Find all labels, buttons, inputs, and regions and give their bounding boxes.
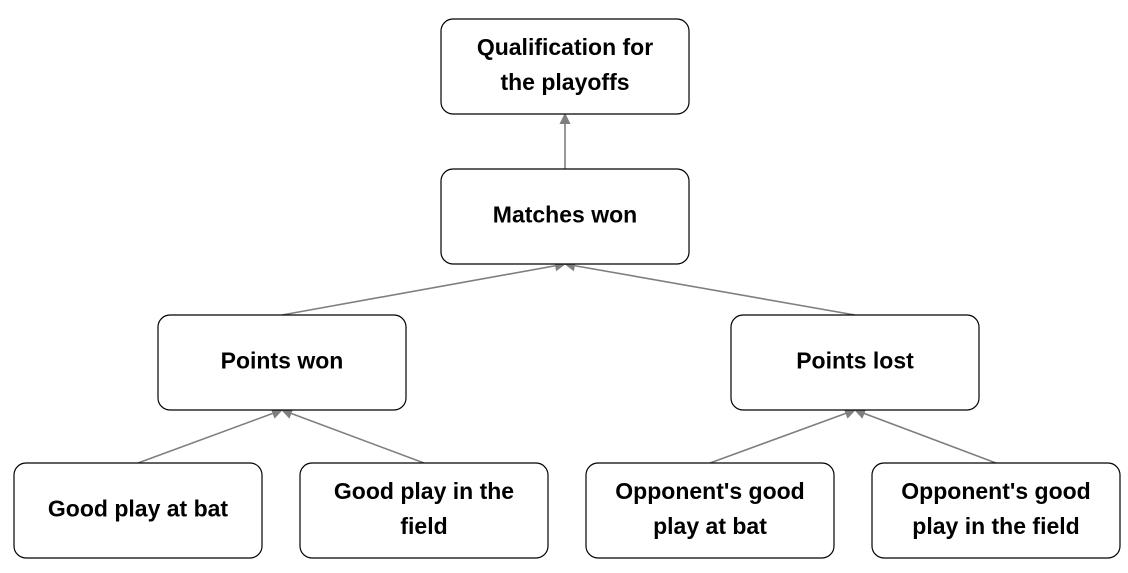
node-label-line: play in the field: [912, 513, 1079, 539]
node-box: [440, 18, 690, 115]
arrow-good_bat-to-points_won: [137, 408, 284, 464]
node-box: [730, 314, 980, 411]
node-label-line: Points won: [221, 348, 344, 374]
node-label-line: field: [400, 513, 447, 539]
node-good-bat: Good play at bat: [13, 462, 263, 559]
node-box: [440, 168, 690, 265]
arrow-points_lost-to-matches_won: [563, 260, 856, 316]
node-label-line: Qualification for: [477, 34, 653, 60]
node-label-line: Opponent's good: [615, 478, 804, 504]
node-playoffs: Qualification for the playoffs: [440, 18, 690, 115]
node-points-lost: Points lost: [730, 314, 980, 411]
node-label-line: play at bat: [653, 513, 767, 539]
node-label-line: the playoffs: [500, 69, 629, 95]
node-box: [585, 462, 835, 559]
node-label-line: Good play at bat: [48, 496, 229, 522]
node-label-line: Points lost: [796, 348, 914, 374]
node-box: [871, 462, 1121, 559]
node-opp-bat: Opponent's good play at bat: [585, 462, 835, 559]
arrow-opp_bat-to-points_lost: [709, 408, 857, 464]
node-good-field: Good play in the field: [299, 462, 549, 559]
edges-layer: [137, 112, 997, 464]
node-box: [13, 462, 263, 559]
node-label-line: Good play in the: [334, 478, 514, 504]
arrow-good_field-to-points_won: [280, 408, 425, 464]
node-opp-field: Opponent's good play in the field: [871, 462, 1121, 559]
node-matches-won: Matches won: [440, 168, 690, 265]
node-points-won: Points won: [157, 314, 407, 411]
node-box: [299, 462, 549, 559]
arrow-points_won-to-matches_won: [281, 260, 567, 316]
arrow-opp_field-to-points_lost: [853, 408, 997, 464]
node-box: [157, 314, 407, 411]
node-label-line: Matches won: [493, 202, 637, 228]
node-label-line: Opponent's good: [901, 478, 1090, 504]
